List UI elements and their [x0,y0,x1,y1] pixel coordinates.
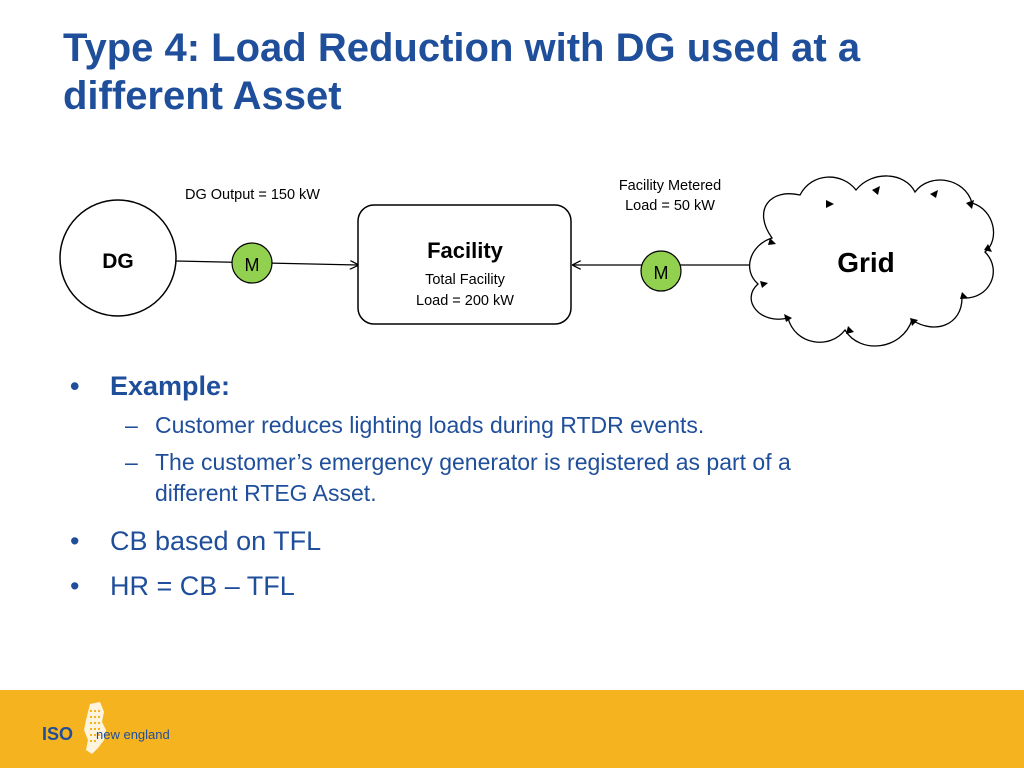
bullet-dot: • [70,371,80,401]
logo-iso-text: ISO [42,724,73,744]
sub-bullet-lighting: – Customer reduces lighting loads during… [70,410,970,441]
logo-new-england-text: new england [96,727,170,742]
grid-label: Grid [837,247,895,278]
bullet-hr: • HR = CB – TFL [70,568,970,604]
facility-title: Facility [427,238,504,263]
facility-metered-label-line2: Load = 50 kW [625,198,715,214]
slide-title: Type 4: Load Reduction with DG used at a… [63,26,861,118]
sub-bullet-generator-line2: different RTEG Asset. [155,480,377,506]
bullet-example: • Example: [70,368,970,404]
bullet-example-text: Example: [110,371,231,401]
facility-metered-label-line1: Facility Metered [618,178,722,194]
bullet-dot: • [70,571,80,601]
footer-bar [0,690,1024,768]
dg-node [59,199,177,317]
facility-load-line1: Total Facility [425,272,506,288]
grid-meter-label: M [654,263,669,283]
sub-bullet-generator-line1: The customer’s emergency generator is re… [155,449,791,475]
dg-meter [231,242,273,284]
dg-output-label: DG Output = 150 kW [185,187,320,203]
facility-load-line2: Load = 200 kW [416,293,514,309]
dg-meter-label: M [245,255,260,275]
grid-cloud-arrowheads [760,186,992,334]
map-grid-dots [90,710,100,742]
sub-bullet-generator: – The customer’s emergency generator is … [70,447,970,509]
sub-bullet-dash: – [125,412,138,438]
facility-node [357,204,572,325]
grid-meter [640,250,682,292]
bullet-dot: • [70,526,80,556]
iso-new-england-logo: ISO new england [42,702,170,754]
bullet-cb: • CB based on TFL [70,523,970,559]
dg-label: DG [102,250,134,273]
diagram: DG M Facility Total Facility Load = 200 … [59,175,995,347]
bullet-list: • Example: – Customer reduces lighting l… [70,368,970,604]
sub-bullet-lighting-text: Customer reduces lighting loads during R… [155,412,705,438]
bullet-hr-text: HR = CB – TFL [110,571,295,601]
sub-bullet-dash: – [125,449,138,475]
bullet-cb-text: CB based on TFL [110,526,322,556]
